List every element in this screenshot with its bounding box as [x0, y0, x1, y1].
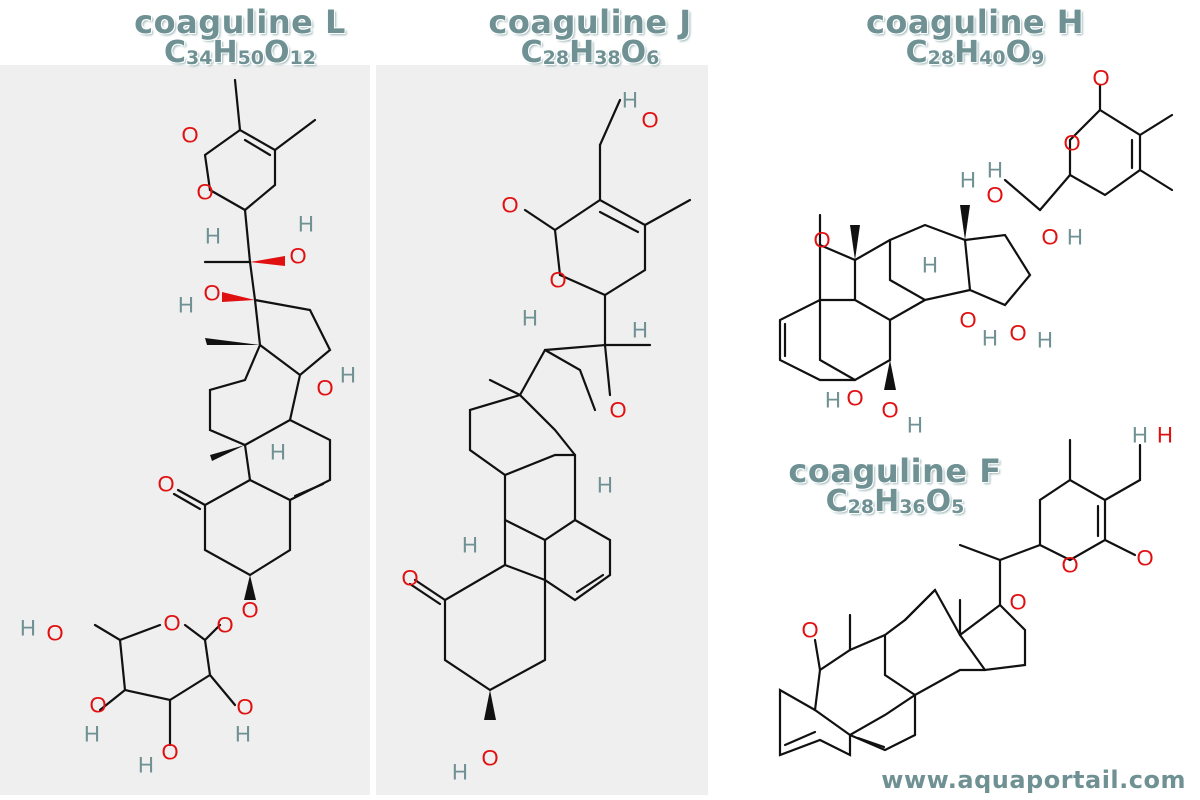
- svg-text:H: H: [452, 760, 468, 785]
- svg-text:H: H: [235, 722, 251, 747]
- panel-coaguline-j: [376, 65, 708, 795]
- svg-text:O: O: [1063, 131, 1080, 156]
- svg-text:O: O: [801, 618, 818, 643]
- svg-text:O: O: [157, 472, 174, 497]
- svg-text:O: O: [481, 746, 498, 771]
- svg-text:O: O: [881, 398, 898, 423]
- molecular-formula: C28H38O6: [520, 35, 660, 70]
- svg-text:H: H: [825, 388, 841, 413]
- svg-text:O: O: [203, 281, 220, 306]
- svg-text:O: O: [846, 386, 863, 411]
- svg-text:H: H: [632, 318, 648, 343]
- svg-text:O: O: [289, 244, 306, 269]
- svg-text:O: O: [986, 183, 1003, 208]
- svg-text:O: O: [1136, 546, 1153, 571]
- svg-text:O: O: [1041, 225, 1058, 250]
- svg-text:H: H: [84, 722, 100, 747]
- structure-coaguline-f: H H O O O O: [778, 423, 1173, 757]
- svg-text:O: O: [181, 123, 198, 148]
- structure-coaguline-h: O O O H H O H O H O H O H O H O H: [778, 66, 1174, 438]
- svg-text:H: H: [1157, 423, 1173, 448]
- svg-text:O: O: [501, 193, 518, 218]
- svg-text:H: H: [987, 158, 1003, 183]
- molecular-formula: C28H40O9: [905, 35, 1045, 70]
- svg-text:H: H: [270, 440, 286, 465]
- svg-text:H: H: [1132, 423, 1148, 448]
- structure-coaguline-j: H O O O H H O H H O O H: [401, 88, 692, 785]
- svg-text:O: O: [1009, 321, 1026, 346]
- title-coaguline-l: coaguline L C34H50O12: [120, 6, 360, 68]
- svg-text:H: H: [298, 212, 314, 237]
- svg-text:H: H: [982, 326, 998, 351]
- compound-name: coaguline H: [865, 3, 1085, 41]
- watermark: www.aquaportail.com: [881, 766, 1186, 794]
- svg-text:H: H: [622, 88, 638, 113]
- svg-text:O: O: [316, 376, 333, 401]
- svg-text:O: O: [46, 621, 63, 646]
- svg-text:H: H: [522, 306, 538, 331]
- title-coaguline-h: coaguline H C28H40O9: [855, 6, 1095, 68]
- svg-text:O: O: [549, 268, 566, 293]
- svg-text:O: O: [1092, 66, 1109, 91]
- structure-coaguline-l: O O H H O H O O H H O O O O H O O H O H …: [20, 78, 356, 778]
- title-coaguline-f: coaguline F C28H36O5: [775, 455, 1015, 517]
- molecular-formula: C28H36O5: [825, 484, 965, 519]
- svg-text:H: H: [1037, 328, 1053, 353]
- svg-text:H: H: [1067, 225, 1083, 250]
- svg-text:H: H: [907, 413, 923, 438]
- svg-text:O: O: [216, 613, 233, 638]
- svg-text:O: O: [89, 693, 106, 718]
- svg-text:H: H: [138, 753, 154, 778]
- svg-text:O: O: [161, 740, 178, 765]
- svg-text:H: H: [178, 293, 194, 318]
- svg-text:O: O: [959, 308, 976, 333]
- compound-name: coaguline J: [488, 3, 692, 41]
- svg-text:H: H: [340, 363, 356, 388]
- title-coaguline-j: coaguline J C28H38O6: [470, 6, 710, 68]
- svg-text:O: O: [1009, 590, 1026, 615]
- svg-text:H: H: [960, 168, 976, 193]
- svg-text:O: O: [241, 598, 258, 623]
- svg-text:O: O: [163, 611, 180, 636]
- svg-text:O: O: [813, 228, 830, 253]
- svg-text:H: H: [20, 616, 36, 641]
- svg-text:H: H: [922, 253, 938, 278]
- svg-text:H: H: [205, 224, 221, 249]
- svg-text:O: O: [401, 566, 418, 591]
- svg-text:O: O: [641, 108, 658, 133]
- molecular-formula: C34H50O12: [163, 35, 316, 70]
- svg-text:H: H: [462, 533, 478, 558]
- compound-name: coaguline F: [788, 452, 1002, 490]
- svg-text:H: H: [597, 473, 613, 498]
- compound-name: coaguline L: [134, 3, 346, 41]
- svg-text:O: O: [196, 180, 213, 205]
- svg-text:O: O: [1061, 553, 1078, 578]
- svg-text:O: O: [236, 695, 253, 720]
- svg-text:O: O: [609, 398, 626, 423]
